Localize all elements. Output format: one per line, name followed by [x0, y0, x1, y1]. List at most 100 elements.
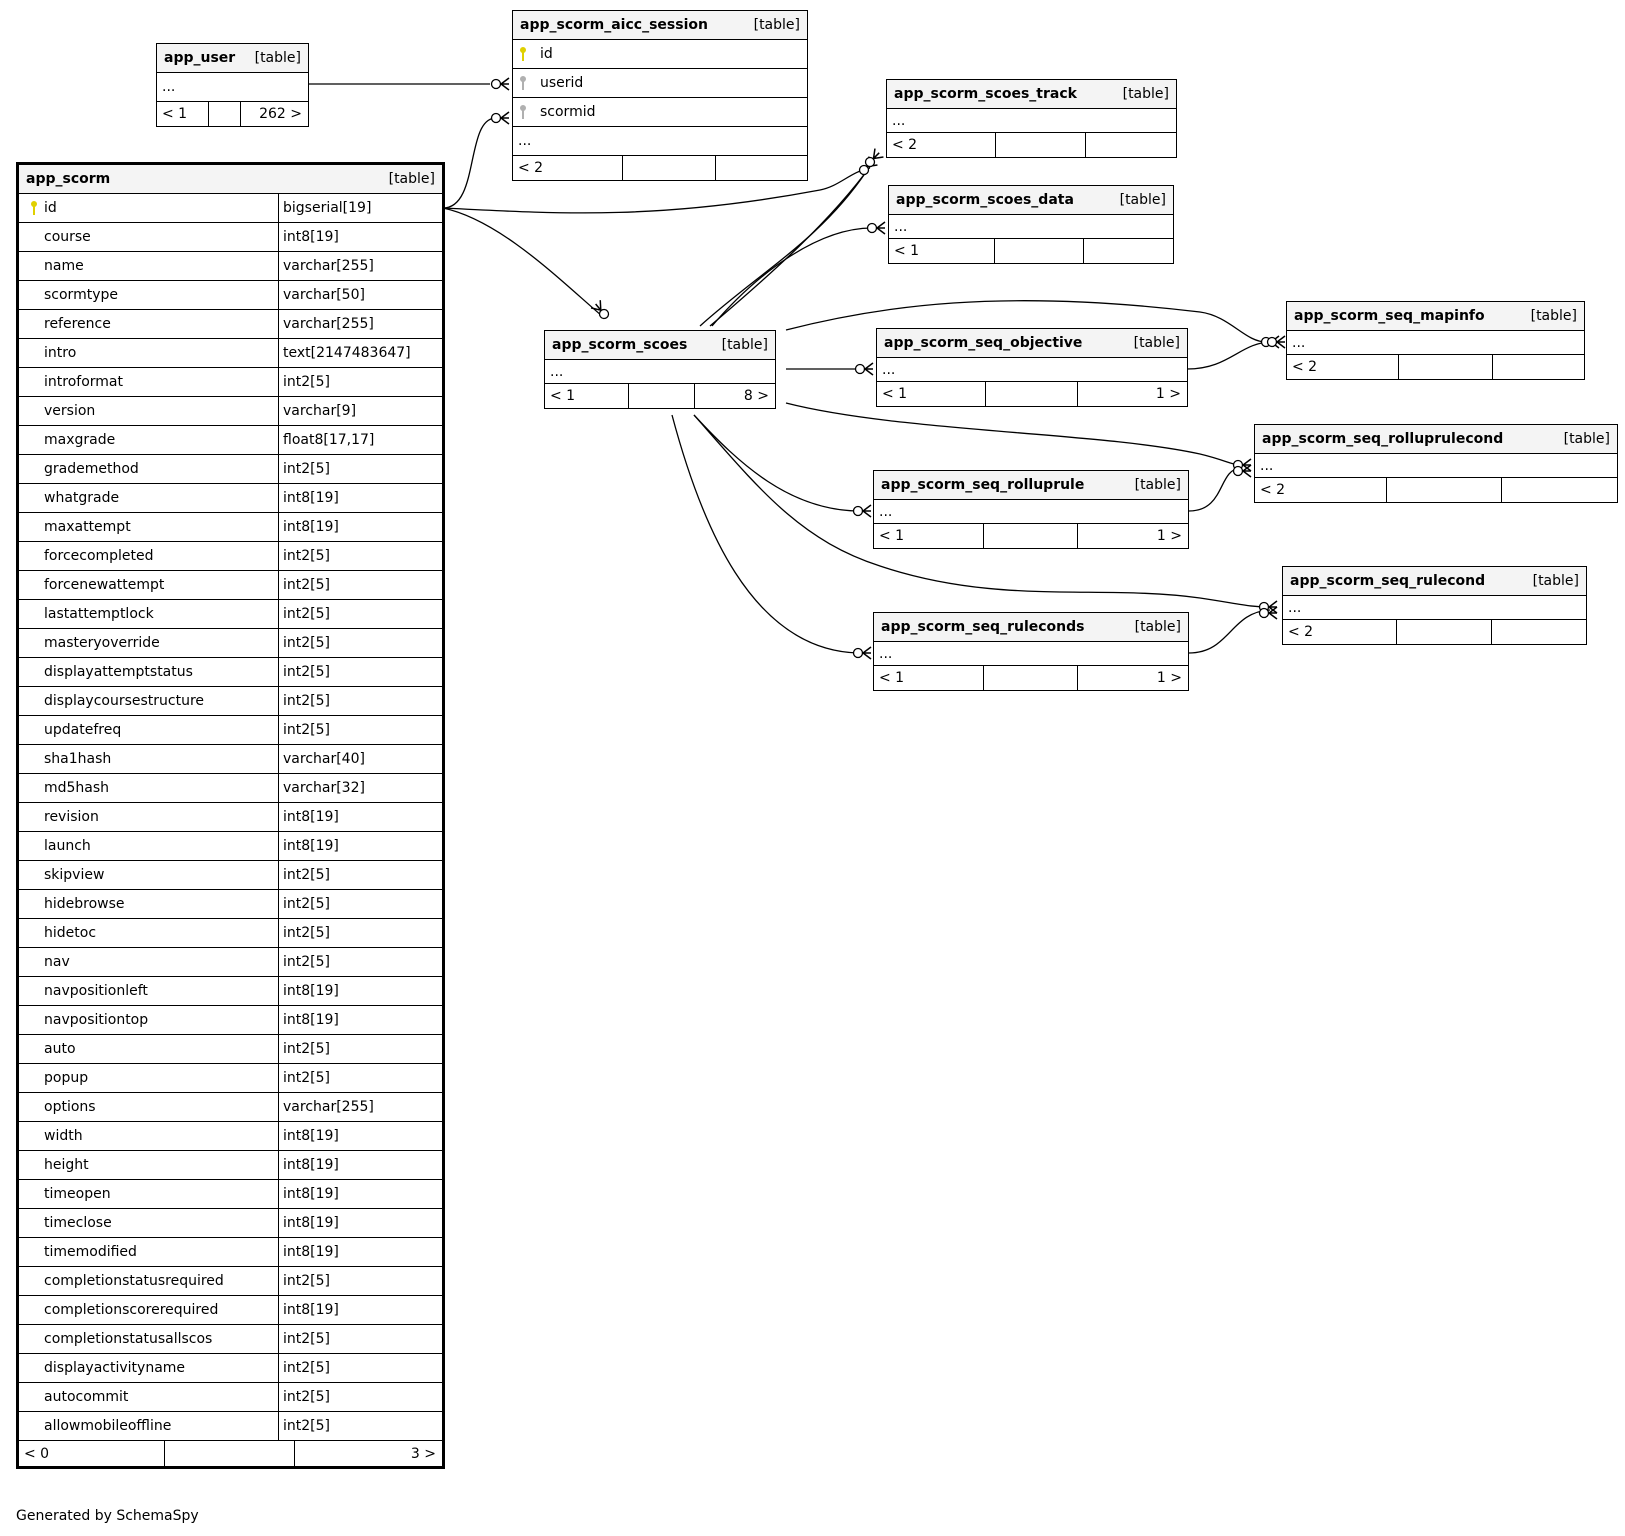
ellipsis-row: ...	[157, 73, 308, 102]
table-header: app_scorm_scoes[table]	[545, 331, 775, 360]
column-name-text: timeopen	[44, 1186, 111, 1202]
table-app-scorm-seq-objective[interactable]: app_scorm_seq_objective[table] ... < 1 1…	[876, 328, 1188, 407]
table-app-scorm-scoes-data[interactable]: app_scorm_scoes_data[table] ... < 1	[888, 185, 1174, 264]
column-name: whatgrade	[19, 484, 279, 512]
column-name: auto	[19, 1035, 279, 1063]
table-app-scorm-seq-mapinfo[interactable]: app_scorm_seq_mapinfo[table] ... < 2	[1286, 301, 1585, 380]
column-type: int8[19]	[283, 1012, 339, 1028]
parents-link[interactable]: < 2	[1255, 478, 1387, 502]
column-name: id	[540, 46, 553, 62]
children-link[interactable]	[1502, 478, 1617, 502]
column-row: scormid	[513, 98, 807, 127]
column-type: varchar[255]	[283, 258, 374, 274]
column-name-text: auto	[44, 1041, 76, 1057]
table-footer: < 1 8 >	[545, 384, 775, 408]
parents-link[interactable]: < 1	[545, 384, 629, 408]
ellipsis-row: ...	[1283, 596, 1586, 620]
column-type: int8[19]	[283, 519, 339, 535]
children-link[interactable]	[1084, 239, 1173, 263]
table-footer: < 1 1 >	[877, 382, 1187, 406]
footer-spacer	[995, 239, 1084, 263]
column-name: autocommit	[19, 1383, 279, 1411]
column-name-text: launch	[44, 838, 91, 854]
column-name-text: intro	[44, 345, 77, 361]
table-type: [table]	[254, 50, 301, 66]
table-header: app_scorm_aicc_session[table]	[513, 11, 807, 40]
table-app-scorm-scoes[interactable]: app_scorm_scoes[table] ... < 1 8 >	[544, 330, 776, 409]
table-app-scorm-scoes-track[interactable]: app_scorm_scoes_track[table] ... < 2	[886, 79, 1177, 158]
parents-link[interactable]: < 2	[1287, 355, 1399, 379]
column-name-text: reference	[44, 316, 111, 332]
children-link[interactable]	[1493, 355, 1584, 379]
column-type: int8[19]	[283, 490, 339, 506]
table-header: app_scorm_seq_rolluprule[table]	[874, 471, 1188, 500]
parents-link[interactable]: < 0	[19, 1441, 165, 1466]
children-link[interactable]	[1492, 620, 1586, 644]
column-name: intro	[19, 339, 279, 367]
column-name-text: nav	[44, 954, 70, 970]
parents-link[interactable]: < 2	[513, 156, 623, 180]
table-header: app_scorm[table]	[19, 165, 442, 194]
table-type: [table]	[1133, 335, 1180, 351]
parents-link[interactable]: < 2	[1283, 620, 1397, 644]
column-name-text: completionstatusallscos	[44, 1331, 213, 1347]
table-app-scorm-seq-rolluprule[interactable]: app_scorm_seq_rolluprule[table] ... < 1 …	[873, 470, 1189, 549]
children-link[interactable]: 1 >	[1156, 670, 1182, 686]
column-name-text: hidebrowse	[44, 896, 125, 912]
children-link[interactable]: 1 >	[1155, 386, 1181, 402]
column-type: int8[19]	[283, 1244, 339, 1260]
table-app-scorm-seq-rulecond[interactable]: app_scorm_seq_rulecond[table] ... < 2	[1282, 566, 1587, 645]
table-app-user[interactable]: app_user [table] ... < 1 262 >	[156, 43, 309, 127]
table-name: app_user	[164, 50, 236, 66]
column-type: int2[5]	[283, 1070, 330, 1086]
column-name: nav	[19, 948, 279, 976]
column-name: completionstatusrequired	[19, 1267, 279, 1295]
table-name: app_scorm_seq_rolluprule	[881, 477, 1085, 493]
edge-scoes-ruleconds	[671, 414, 859, 654]
table-footer: < 1 262 >	[157, 102, 308, 126]
table-footer: < 1 1 >	[874, 666, 1188, 690]
children-link[interactable]: 262 >	[259, 106, 302, 122]
column-name-text: navpositionleft	[44, 983, 148, 999]
ellipsis-row: ...	[877, 358, 1187, 382]
column-name: forcecompleted	[19, 542, 279, 570]
children-link[interactable]: 8 >	[743, 388, 769, 404]
children-link[interactable]: 3 >	[410, 1445, 436, 1462]
parents-link[interactable]: < 2	[887, 133, 996, 157]
table-app-scorm-seq-ruleconds[interactable]: app_scorm_seq_ruleconds[table] ... < 1 1…	[873, 612, 1189, 691]
column-name-text: maxgrade	[44, 432, 116, 448]
parents-link[interactable]: < 1	[157, 102, 209, 126]
children-link[interactable]: 1 >	[1156, 528, 1182, 544]
children-link[interactable]	[1086, 133, 1176, 157]
column-name: maxattempt	[19, 513, 279, 541]
edge-scoes-rollup	[693, 414, 859, 512]
table-name: app_scorm_seq_ruleconds	[881, 619, 1085, 635]
parents-link[interactable]: < 1	[877, 382, 986, 406]
table-type: [table]	[753, 17, 800, 33]
column-type: int2[5]	[283, 374, 330, 390]
table-name: app_scorm	[26, 171, 111, 187]
table-app-scorm-seq-rolluprulecond[interactable]: app_scorm_seq_rolluprulecond[table] ... …	[1254, 424, 1618, 503]
parents-link[interactable]: < 1	[874, 666, 984, 690]
column-type: text[2147483647]	[283, 345, 411, 361]
table-name: app_scorm_scoes_data	[896, 192, 1074, 208]
table-name: app_scorm_seq_rulecond	[1290, 573, 1486, 589]
table-app-scorm-aicc-session[interactable]: app_scorm_aicc_session[table] id userid …	[512, 10, 808, 181]
column-name: completionscorerequired	[19, 1296, 279, 1324]
column-type: int2[5]	[283, 577, 330, 593]
parents-link[interactable]: < 1	[874, 524, 984, 548]
column-type: int2[5]	[283, 548, 330, 564]
parents-link[interactable]: < 1	[889, 239, 995, 263]
ellipsis-row: ...	[887, 109, 1176, 133]
children-link[interactable]	[716, 156, 807, 180]
